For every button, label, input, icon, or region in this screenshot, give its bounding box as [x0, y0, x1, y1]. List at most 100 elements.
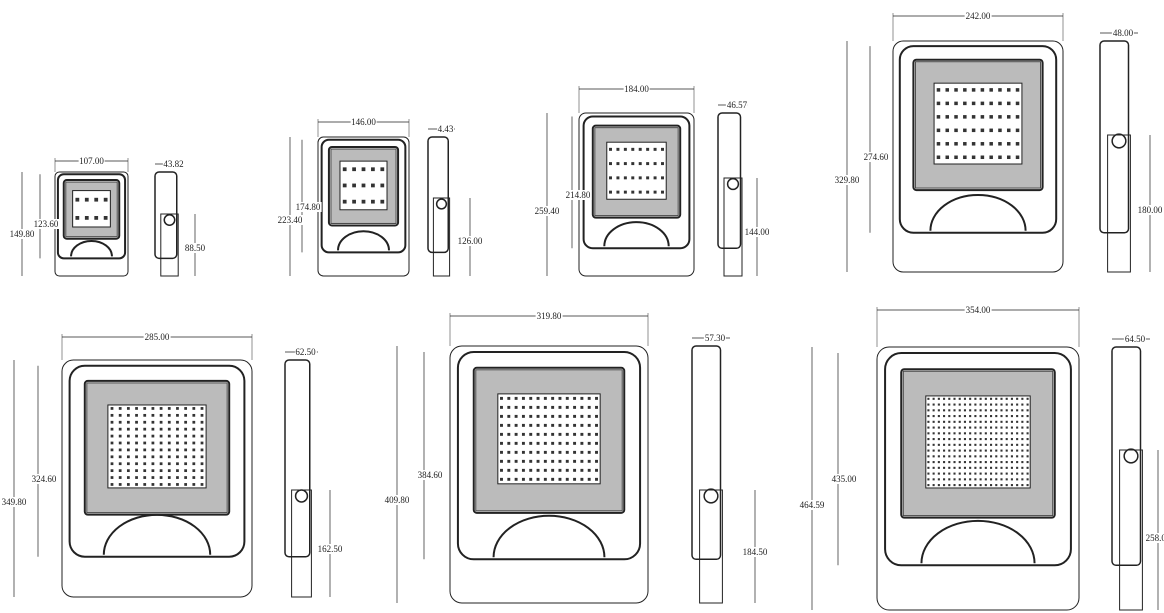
led-chip: [948, 443, 951, 446]
lens-frame: [591, 124, 682, 219]
led-chip: [1026, 409, 1029, 412]
led-chip: [963, 128, 967, 133]
led-chip: [103, 197, 108, 202]
led-chip: [963, 409, 966, 412]
led-chip: [176, 469, 179, 473]
led-chip: [514, 441, 518, 445]
led-chip: [536, 432, 540, 436]
led-chip: [126, 483, 130, 486]
total-height-label: 464.59: [798, 499, 826, 510]
floodlight-model-3: [546, 86, 758, 277]
led-chip: [927, 449, 930, 452]
led-chip: [646, 147, 650, 151]
led-chip: [936, 142, 941, 146]
led-chip: [558, 468, 562, 472]
led-chip: [126, 455, 130, 459]
led-chip: [937, 409, 940, 412]
led-chip: [200, 434, 204, 438]
led-chip: [1000, 443, 1003, 446]
led-chip: [1000, 409, 1003, 412]
led-chip: [990, 449, 993, 452]
led-chip: [536, 423, 540, 427]
led-chip: [984, 409, 987, 412]
led-chip: [135, 448, 138, 452]
led-chip: [937, 449, 940, 452]
led-chip: [507, 414, 511, 418]
led-chip: [969, 466, 972, 469]
led-chip: [595, 468, 598, 472]
led-chip: [932, 478, 935, 481]
led-chip: [984, 403, 987, 406]
total-height-label: 259.40: [533, 205, 561, 216]
lens-frame: [62, 179, 121, 240]
led-chip: [958, 426, 961, 429]
led-chip: [984, 397, 987, 400]
led-chip: [974, 420, 977, 423]
led-chip: [1026, 466, 1029, 469]
led-chip: [176, 434, 179, 438]
led-chip: [653, 162, 657, 166]
led-chip: [176, 413, 179, 417]
led-chip: [543, 477, 547, 481]
led-chip: [943, 443, 946, 446]
led-chip: [514, 396, 518, 400]
led-chip: [514, 468, 518, 472]
led-chip: [184, 455, 188, 459]
led-chip: [936, 128, 941, 133]
led-chip: [167, 483, 171, 486]
led-chip: [932, 438, 935, 441]
led-chip: [646, 162, 650, 166]
led-chip: [521, 450, 525, 454]
pivot-knob-icon: [1123, 448, 1139, 464]
led-chip: [969, 397, 972, 400]
led-chip: [927, 438, 930, 441]
led-chip: [143, 413, 147, 417]
led-chip: [1005, 438, 1008, 441]
led-chip: [1021, 484, 1024, 487]
led-chip: [945, 142, 950, 146]
led-chip: [192, 448, 196, 452]
led-chip: [192, 434, 196, 438]
led-chip: [1005, 455, 1008, 458]
led-chip: [543, 459, 547, 463]
led-chip: [948, 426, 951, 429]
led-chip: [932, 466, 935, 469]
led-chip: [1015, 142, 1020, 146]
led-chip: [135, 427, 138, 431]
bracket-arc: [603, 221, 670, 247]
led-chip: [529, 432, 533, 436]
led-chip: [638, 162, 642, 166]
led-chip: [159, 434, 163, 438]
led-chip: [954, 155, 958, 160]
led-chip: [118, 420, 122, 424]
led-chip: [361, 199, 366, 204]
led-chip: [990, 461, 993, 464]
led-chip: [927, 432, 930, 435]
led-chip: [936, 101, 941, 106]
led-chip: [514, 432, 518, 436]
led-chip: [565, 405, 569, 409]
led-chip: [971, 101, 976, 106]
led-chip: [948, 420, 951, 423]
led-chip: [529, 396, 533, 400]
led-chip: [990, 420, 993, 423]
led-chip: [151, 427, 155, 431]
led-chip: [135, 413, 138, 417]
led-chip: [543, 414, 547, 418]
led-chip: [135, 455, 138, 459]
led-chip: [595, 396, 598, 400]
led-chip: [927, 397, 930, 400]
total-height-label: 349.80: [0, 497, 28, 508]
led-chip: [514, 450, 518, 454]
led-chip: [1021, 409, 1024, 412]
led-chip: [536, 441, 540, 445]
led-chip: [587, 414, 591, 418]
led-chip: [380, 183, 385, 188]
led-chip: [507, 405, 511, 409]
led-chip: [118, 413, 122, 417]
led-chip: [1026, 461, 1029, 464]
led-chip: [587, 396, 591, 400]
led-chip: [932, 420, 935, 423]
led-chip: [151, 413, 155, 417]
led-chip: [616, 162, 620, 166]
